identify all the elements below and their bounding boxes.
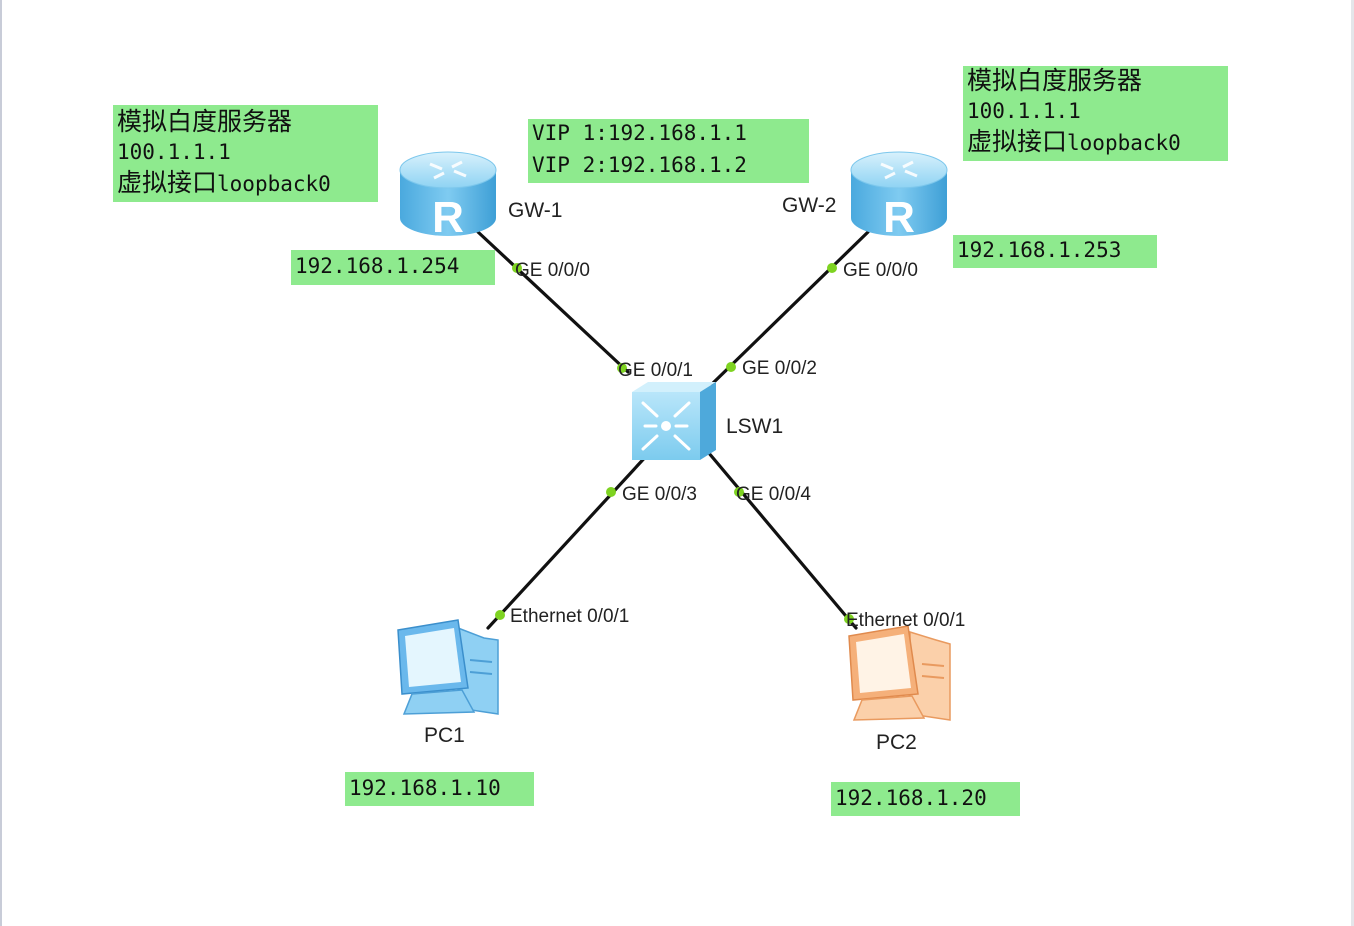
note-gw2-ip-text: 192.168.1.253 (957, 238, 1122, 262)
note-pc1-ip-text: 192.168.1.10 (349, 776, 501, 800)
link-gw1-lsw1[interactable] (476, 230, 630, 374)
port-label-pc2-eth: Ethernet 0/0/1 (846, 610, 966, 631)
note-server-right-iface: loopback0 (1067, 131, 1181, 155)
note-gw2-ip[interactable]: 192.168.1.253 (953, 235, 1157, 268)
note-server-left-iface: loopback0 (217, 172, 331, 196)
port-dot-lsw-ge004[interactable] (734, 487, 744, 497)
note-gw1-ip-text: 192.168.1.254 (295, 254, 460, 278)
port-dot-gw2[interactable] (827, 263, 837, 273)
note-server-right-iface-cjk: 虚拟接口 (967, 127, 1068, 156)
pc-icon-pc2[interactable] (848, 625, 951, 721)
device-label-gw1: GW-1 (508, 199, 563, 222)
note-server-right[interactable]: 模拟白度服务器 100.1.1.1 虚拟接口loopback0 (963, 66, 1228, 161)
svg-text:R: R (432, 193, 464, 242)
port-label-lsw-ge003: GE 0/0/3 (622, 484, 697, 505)
links (476, 230, 870, 630)
note-pc1-ip[interactable]: 192.168.1.10 (345, 772, 534, 806)
svg-text:R: R (883, 193, 915, 242)
device-label-pc1: PC1 (424, 724, 465, 747)
note-pc2-ip[interactable]: 192.168.1.20 (831, 782, 1020, 816)
device-label-pc2: PC2 (876, 731, 917, 754)
port-dot-lsw-ge003[interactable] (606, 487, 616, 497)
switch-icon-lsw1[interactable] (632, 382, 716, 460)
device-label-lsw1: LSW1 (726, 415, 784, 438)
router-icon-gw2[interactable]: R (850, 151, 948, 242)
window-left-border (0, 0, 2, 926)
link-lsw1-pc2[interactable] (706, 450, 858, 630)
port-dot-pc2[interactable] (844, 614, 854, 624)
port-label-pc1-eth: Ethernet 0/0/1 (510, 606, 630, 627)
device-label-gw2: GW-2 (782, 194, 837, 217)
port-dots (495, 263, 854, 624)
note-server-left-iface-cjk: 虚拟接口 (117, 168, 218, 197)
port-label-gw2-ge000: GE 0/0/0 (843, 260, 918, 281)
note-vip-1: VIP 1:192.168.1.1 (532, 121, 747, 145)
port-label-lsw-ge001: GE 0/0/1 (618, 360, 693, 381)
note-server-right-title: 模拟白度服务器 (967, 66, 1143, 95)
port-dot-pc1[interactable] (495, 610, 505, 620)
note-pc2-ip-text: 192.168.1.20 (835, 786, 987, 810)
link-lsw1-pc1[interactable] (486, 450, 652, 630)
port-label-gw1-ge000: GE 0/0/0 (515, 260, 590, 281)
note-vip[interactable]: VIP 1:192.168.1.1 VIP 2:192.168.1.2 (528, 119, 809, 183)
note-gw1-ip[interactable]: 192.168.1.254 (291, 250, 495, 285)
pc-icon-pc1[interactable] (397, 619, 499, 715)
port-dot-lsw-ge002[interactable] (726, 362, 736, 372)
router-icon-gw1[interactable]: R (399, 151, 497, 242)
port-label-lsw-ge002: GE 0/0/2 (742, 358, 817, 379)
port-label-lsw-ge004: GE 0/0/4 (736, 484, 811, 505)
note-server-left-title: 模拟白度服务器 (117, 107, 293, 136)
link-gw2-lsw1[interactable] (710, 230, 870, 386)
window-right-border (1351, 0, 1354, 926)
note-server-right-ip: 100.1.1.1 (967, 99, 1081, 123)
port-dot-gw1[interactable] (512, 263, 522, 273)
note-vip-2: VIP 2:192.168.1.2 (532, 153, 747, 177)
note-server-left-ip: 100.1.1.1 (117, 140, 231, 164)
note-server-left[interactable]: 模拟白度服务器 100.1.1.1 虚拟接口loopback0 (113, 105, 378, 202)
port-dot-lsw-ge001[interactable] (617, 363, 627, 373)
